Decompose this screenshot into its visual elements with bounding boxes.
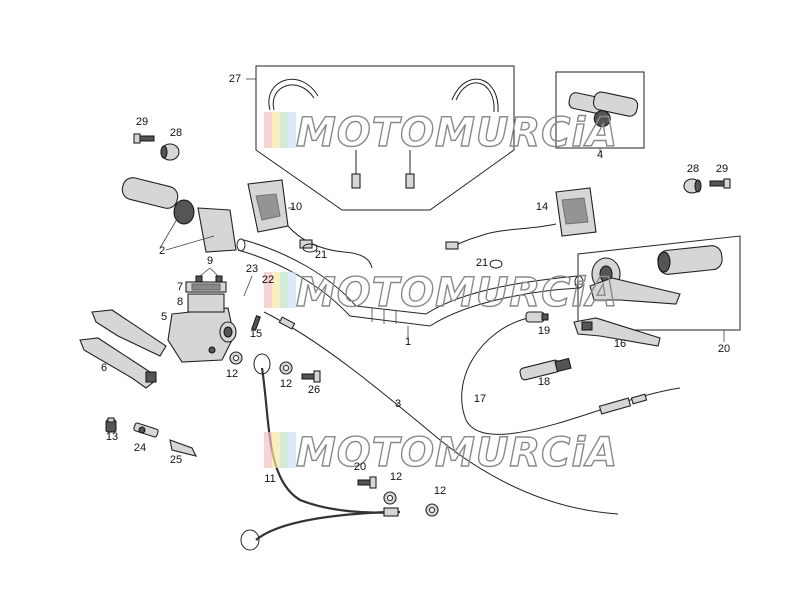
grip-set-4 (568, 91, 639, 128)
bolt-29-left (133, 133, 155, 144)
switch-assembly-10 (247, 179, 373, 269)
callout-c19: 19 (538, 325, 550, 337)
banjo-bolt-lower (357, 476, 377, 489)
callout-c6: 6 (101, 362, 107, 374)
callout-c21b: 21 (476, 257, 488, 269)
watermark-text-middle: MOTOMURCiA (296, 270, 618, 316)
callout-c10: 10 (290, 201, 302, 213)
callout-c11: 11 (264, 473, 275, 485)
bar-end-28-left (160, 143, 180, 161)
lever-16 (573, 317, 661, 347)
clutch-cable-3 (263, 311, 619, 515)
callout-c2: 2 (159, 245, 165, 257)
bar-end-28-right (683, 178, 702, 194)
boot-25 (169, 439, 198, 457)
brake-lever-6 (79, 309, 167, 389)
hose-loop-left (268, 78, 361, 189)
callout-c9: 9 (207, 255, 213, 267)
clip-21-left (302, 243, 318, 253)
callout-c22: 22 (262, 274, 274, 286)
callout-c21a: 21 (315, 249, 327, 261)
callout-c14: 14 (536, 201, 548, 213)
watermark-top: MOTOMURCiA (264, 109, 618, 157)
cable-end-18 (519, 357, 572, 381)
callout-c1: 1 (405, 336, 411, 348)
callout-c16: 16 (614, 338, 626, 350)
callout-c12c: 12 (390, 471, 402, 483)
callout-c7: 7 (177, 281, 183, 293)
screw-13 (105, 417, 117, 433)
adjuster-24 (133, 422, 159, 438)
callout-c17: 17 (474, 393, 486, 405)
throttle-cable-17 (461, 317, 681, 435)
watermark-text-top: MOTOMURCiA (296, 110, 618, 156)
callout-c4: 4 (597, 149, 603, 161)
callout-c12b: 12 (280, 378, 292, 390)
banjo-bolt-26 (301, 370, 321, 383)
washer-12-a (229, 351, 243, 365)
callout-c20b: 20 (354, 461, 366, 473)
switch-assembly-14 (445, 187, 597, 250)
master-cylinder-5 (167, 281, 237, 363)
callout-c27: 27 (229, 73, 241, 85)
watermark-middle: MOTOMURCiA (264, 269, 618, 317)
handlebar-1 (236, 238, 584, 340)
leader-23 (243, 275, 253, 297)
washer-12-c (383, 491, 397, 505)
callout-c28b: 28 (687, 163, 699, 175)
callout-c8: 8 (177, 296, 183, 308)
callout-c12d: 12 (434, 485, 446, 497)
screws-9 (195, 267, 223, 283)
callout-c23: 23 (246, 263, 258, 275)
callout-c26: 26 (308, 384, 320, 396)
callout-c28a: 28 (170, 127, 182, 139)
group-frame-27 (255, 65, 515, 211)
bolt-29-right (709, 178, 731, 189)
brake-hose-11 (240, 353, 401, 551)
throttle-grip-20 (589, 245, 723, 305)
callout-c18: 18 (538, 376, 550, 388)
callout-c20: 20 (718, 343, 730, 355)
clip-21-right (489, 259, 503, 269)
group-frame-20 (577, 235, 741, 331)
callout-c13: 13 (106, 431, 118, 443)
washer-12-d (425, 503, 439, 517)
callout-c3: 3 (395, 398, 401, 410)
callout-c25: 25 (170, 454, 182, 466)
left-grip-2 (121, 177, 237, 253)
callout-c29b: 29 (716, 163, 728, 175)
callout-c12a: 12 (226, 368, 238, 380)
small-pin-15 (251, 315, 261, 331)
callout-c5: 5 (161, 311, 167, 323)
callout-c24: 24 (134, 442, 146, 454)
watermark-text-bottom: MOTOMURCiA (296, 430, 618, 476)
callout-c29a: 29 (136, 116, 148, 128)
callout-c15: 15 (250, 328, 262, 340)
watermark-bottom: MOTOMURCiA (264, 429, 618, 477)
adjuster-19 (525, 311, 549, 323)
washer-12-b (279, 361, 293, 375)
hose-loop-right (405, 78, 499, 189)
